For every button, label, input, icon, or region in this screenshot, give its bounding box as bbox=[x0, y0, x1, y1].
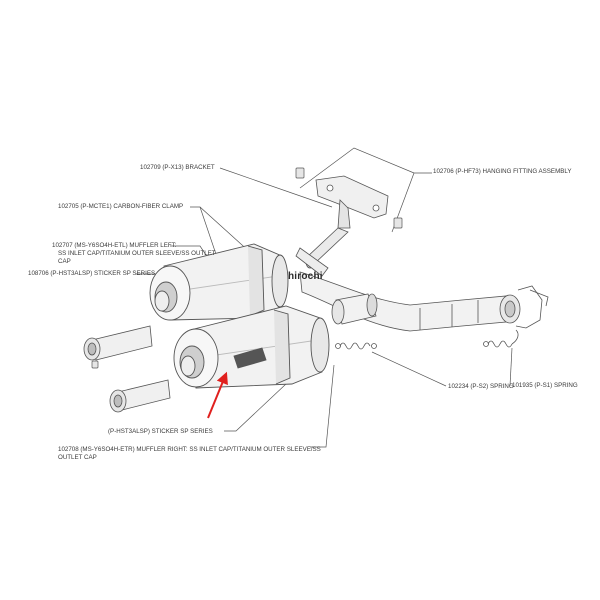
muffler-right-clamp bbox=[273, 309, 291, 385]
label-muffler-right-line1: 102708 (MS-Y6SO4H-ETR) MUFFLER RIGHT: SS… bbox=[58, 446, 321, 453]
link-rod bbox=[295, 247, 329, 277]
red-arrow-icon bbox=[207, 371, 228, 419]
leader-spring-s2 bbox=[371, 351, 447, 387]
leader-spring-s1 bbox=[509, 347, 513, 387]
hanging-clamp bbox=[515, 285, 543, 329]
bolt-hanging bbox=[393, 217, 403, 229]
label-muffler-right-line2: OUTLET CAP bbox=[58, 454, 97, 461]
muffler-left-clamp bbox=[247, 245, 265, 317]
label-muffler-left-line2: SS INLET CAP/TITANIUM OUTER SLEEVE/SS OU… bbox=[58, 250, 216, 257]
muffler-right bbox=[173, 305, 330, 389]
leader-bracket bbox=[219, 167, 333, 208]
tail-pipe-lower bbox=[109, 379, 171, 413]
bolt-top bbox=[295, 167, 305, 179]
muffler-left bbox=[149, 243, 289, 321]
label-sticker-bottom: (P-HST3ALSP) STICKER SP SERIES bbox=[108, 428, 213, 435]
leader-sticker-bottom bbox=[224, 367, 304, 432]
header-pipe bbox=[299, 271, 549, 332]
tail-pipe-upper bbox=[83, 325, 153, 361]
leader-muffler-right bbox=[310, 364, 335, 448]
label-muffler-left-line1: 102707 (MS-Y6SO4H-ETL) MUFFLER LEFT: bbox=[52, 242, 177, 249]
label-spring-s1: 101935 (P-S1) SPRING bbox=[512, 382, 578, 389]
bolts bbox=[91, 167, 403, 369]
label-bracket: 102709 (P-X13) BRACKET bbox=[140, 164, 215, 171]
label-muffler-left-line3: CAP bbox=[58, 258, 71, 265]
label-hanging-fitting: 102706 (P-HF73) HANGING FITTING ASSEMBLY bbox=[433, 168, 572, 175]
label-carbon-clamp: 102705 (P-MCTE1) CARBON-FIBER CLAMP bbox=[58, 203, 184, 210]
label-spring-s2: 102234 (P-S2) SPRING bbox=[448, 383, 514, 390]
muffler-right-sticker bbox=[233, 347, 267, 369]
bracket bbox=[295, 175, 389, 277]
label-sticker-top: 108706 (P-HST3ALSP) STICKER SP SERIES bbox=[28, 270, 156, 277]
watermark: hirochi bbox=[288, 271, 323, 282]
bolt-small bbox=[91, 360, 99, 369]
leader-hanging-a bbox=[299, 147, 432, 189]
spring-s1 bbox=[483, 329, 519, 348]
spring-s2 bbox=[335, 342, 377, 350]
link-pipe bbox=[331, 293, 378, 325]
